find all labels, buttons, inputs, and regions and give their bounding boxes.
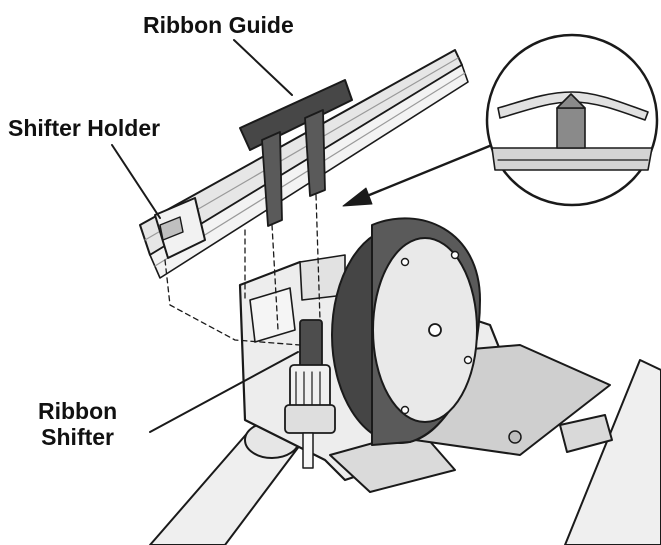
ribbon-guide-bracket	[239, 79, 353, 227]
alignment-dashed-lines	[164, 194, 321, 346]
ribbon-shifter-part	[284, 319, 336, 469]
ribbon-shifter-label-line2: Shifter	[41, 424, 115, 451]
lower-right-rail	[559, 359, 661, 545]
ribbon-spool-hub	[331, 217, 481, 446]
ribbon-guide-label: Ribbon Guide	[143, 12, 294, 38]
ribbon-shifter-label-line1: Ribbon	[38, 398, 118, 424]
shifter-holder-label: Shifter Holder	[8, 115, 161, 141]
lower-left-rail	[149, 421, 301, 545]
shifter-holder-clip	[154, 197, 206, 259]
ribbon-shifter-label: Ribbon Shifter	[38, 398, 117, 451]
callout-leader-lines	[111, 39, 299, 433]
detail-inset-circle	[485, 33, 659, 207]
magnify-arrow	[342, 143, 494, 207]
